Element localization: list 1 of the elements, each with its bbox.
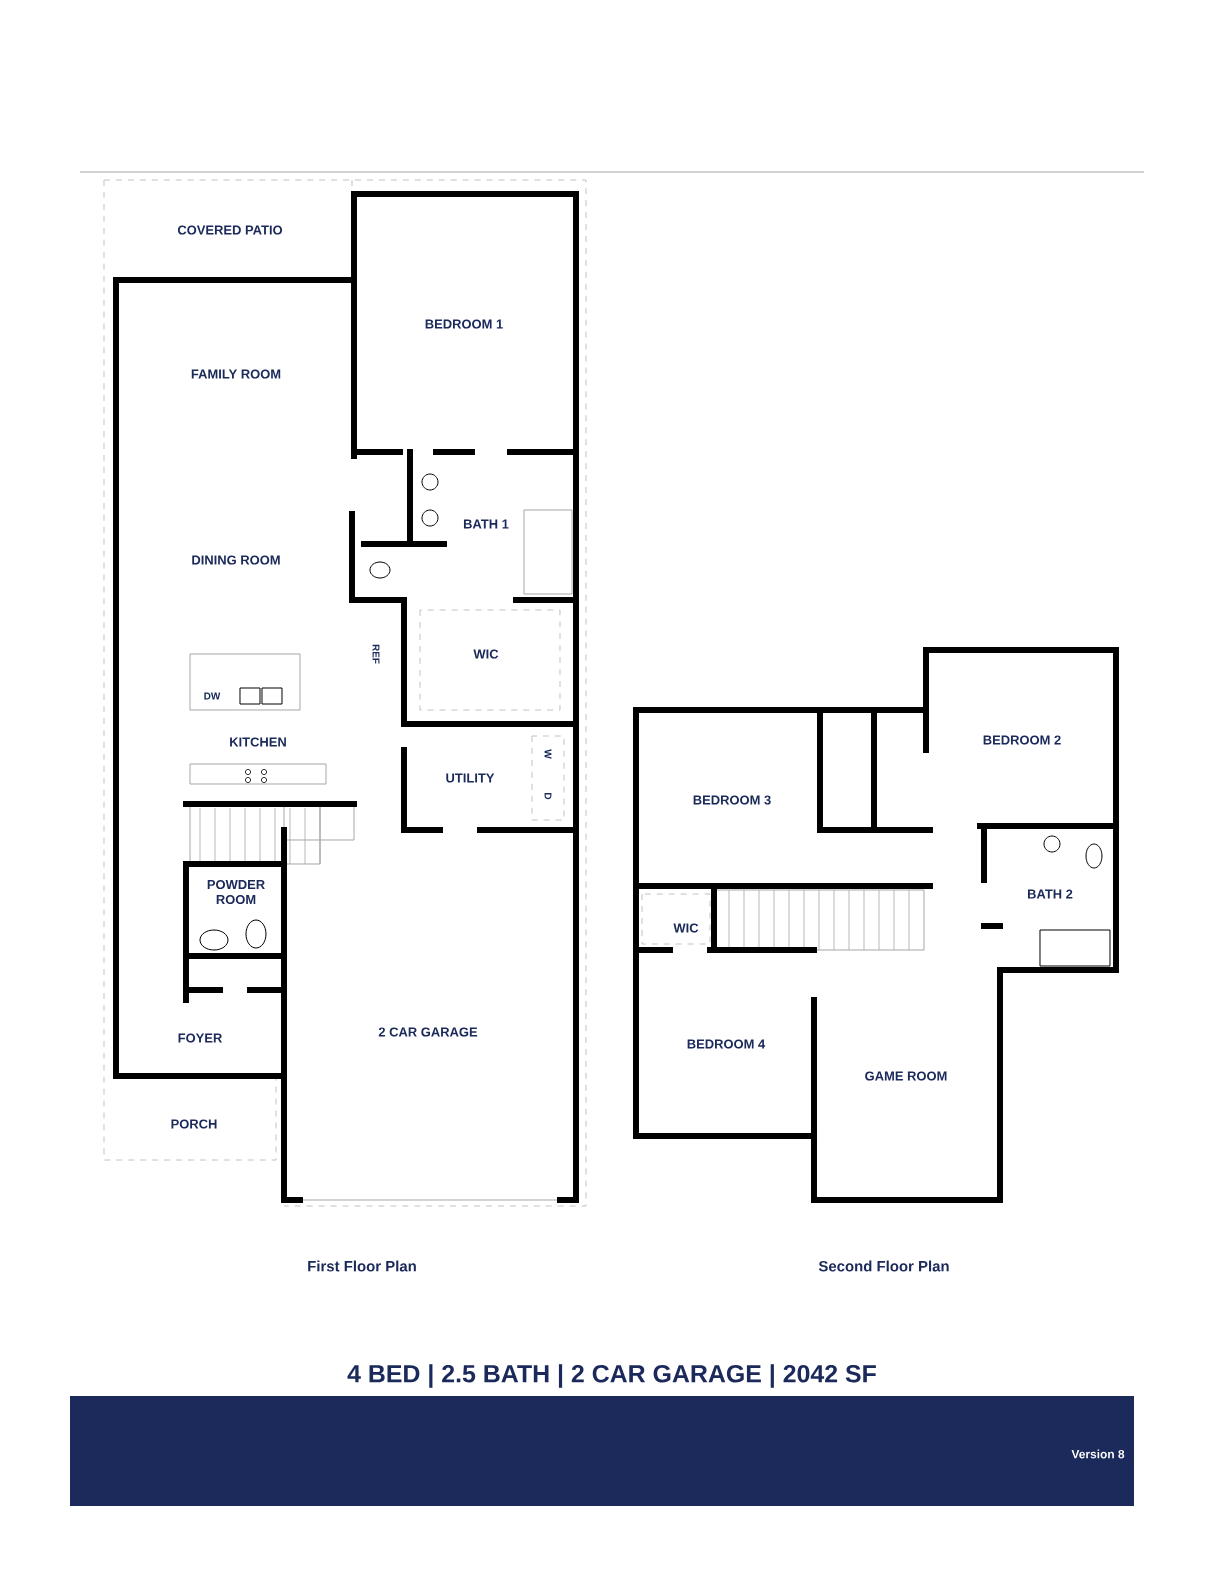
summary-heading: 4 BED | 2.5 BATH | 2 CAR GARAGE | 2042 SF [347, 1364, 876, 1388]
